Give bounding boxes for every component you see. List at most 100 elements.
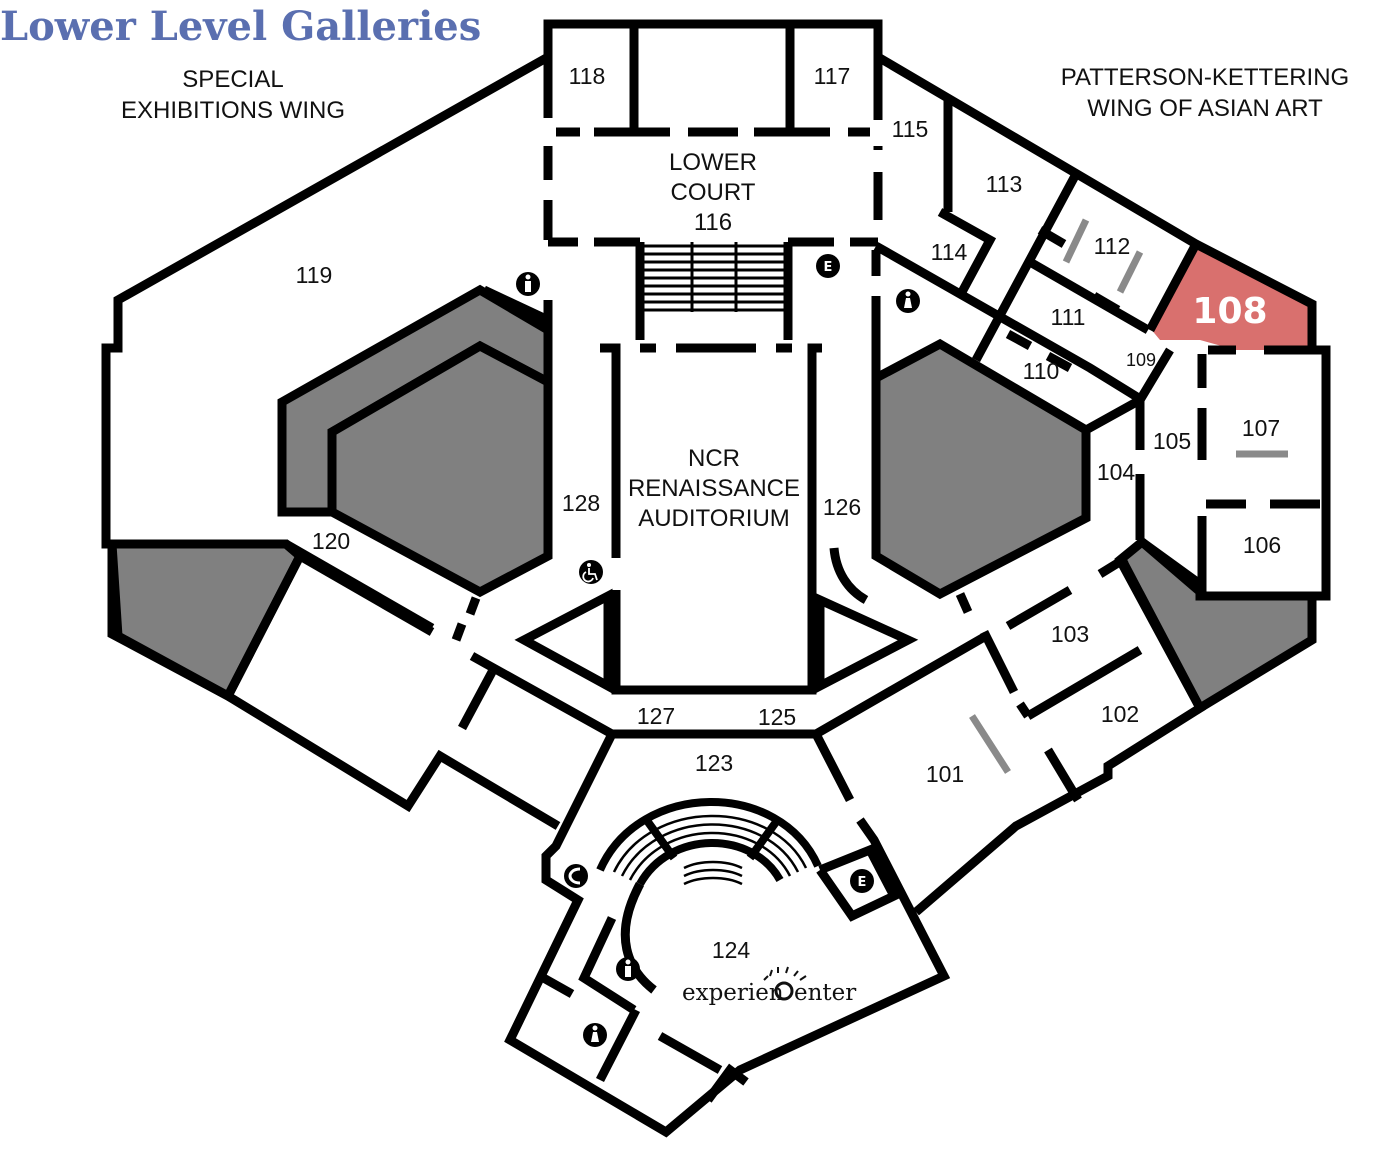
door-dash (955, 592, 973, 614)
elevator-icon-bg (816, 254, 840, 278)
seating-row (683, 868, 743, 878)
room-label-110[interactable]: 110 (1023, 358, 1060, 384)
room-label-126[interactable]: 126 (823, 494, 861, 520)
wheelchair-icon[interactable] (579, 560, 603, 584)
sun-ray (799, 975, 807, 981)
room-label-109[interactable]: 109 (1126, 350, 1156, 370)
restroom-women-icon[interactable] (583, 1023, 607, 1047)
person-head (525, 274, 531, 280)
wheelchair-body (588, 568, 598, 581)
seating-arc (596, 798, 822, 872)
wall-124-restroom-women (537, 972, 575, 998)
room-label-103[interactable]: 103 (1051, 621, 1089, 647)
room-label-114[interactable]: 114 (931, 239, 968, 265)
stairs (644, 242, 784, 312)
room-label-124[interactable]: 124 (712, 937, 751, 963)
wall-124-lower-divider (595, 1007, 641, 1083)
wall-124-restroom-men (578, 916, 637, 1014)
wall-126-curve (829, 547, 869, 604)
wall-112-111 (1027, 258, 1151, 334)
seating-row (683, 876, 743, 886)
door-dash (1016, 701, 1032, 719)
room-label-115[interactable]: 115 (892, 116, 929, 142)
room-label-104[interactable]: 104 (1097, 459, 1136, 485)
wall-114 (937, 208, 997, 295)
lower-court-number: 116 (694, 209, 732, 236)
room-108-label: 108 (1192, 291, 1267, 332)
wall-124-curve (620, 881, 657, 994)
seating-arc (628, 831, 792, 881)
room-108-shape[interactable] (1150, 244, 1312, 350)
room-label-112[interactable]: 112 (1094, 233, 1131, 259)
wall-asian-inner-diagonal (873, 242, 1145, 404)
room-label-102[interactable]: 102 (1101, 701, 1139, 727)
walls (101, 19, 1331, 1138)
room-label-105[interactable]: 105 (1153, 428, 1191, 454)
wheelchair-head (587, 563, 591, 567)
door-dash (1091, 292, 1121, 314)
door-dash (465, 596, 481, 616)
experiencenter-logo: experien enter (682, 966, 856, 1006)
door-dash (657, 1032, 723, 1074)
elevator-icon-glyph: E (858, 875, 867, 890)
room-label-125[interactable]: 125 (758, 704, 796, 730)
door-dash (458, 669, 496, 731)
room-label-111[interactable]: 111 (1051, 304, 1086, 330)
room-108-highlight[interactable]: 108 (1150, 244, 1312, 350)
restroom-women-icon[interactable] (896, 289, 920, 313)
door-dash (1045, 352, 1073, 372)
person-dress (904, 298, 912, 308)
bench (969, 714, 1011, 774)
elevator-icon[interactable]: E (850, 869, 874, 893)
elevator-icon[interactable]: E (816, 254, 840, 278)
wall-124-lower-divider-2 (704, 1063, 749, 1103)
wall-west-lower (107, 544, 561, 830)
map-title: Lower Level Galleries (0, 3, 481, 50)
phone-icon-bg (564, 864, 588, 888)
auditorium-label[interactable]: NCR RENAISSANCE AUDITORIUM (628, 445, 800, 532)
room-label-101[interactable]: 101 (926, 761, 964, 787)
restroom-men-icon[interactable] (516, 272, 540, 296)
room-label-127[interactable]: 127 (637, 703, 675, 729)
room-label-118[interactable]: 118 (569, 63, 606, 89)
logo-text-part2: enter (794, 980, 856, 1006)
phone-icon[interactable] (564, 864, 588, 888)
room-label-120[interactable]: 120 (312, 528, 350, 554)
wall-102-101-b (1044, 747, 1082, 803)
person-head (905, 291, 911, 297)
wall-124-east-elevator (816, 844, 901, 922)
wing-label-line: WING OF ASIAN ART (1087, 95, 1323, 122)
room-label-123[interactable]: 123 (695, 750, 733, 776)
room-label-117[interactable]: 117 (814, 63, 851, 89)
seating-aisle (644, 819, 678, 861)
door-dash (1005, 586, 1073, 630)
logo-text-part1: experien (682, 980, 784, 1006)
map-icons: E E (516, 254, 920, 1047)
seating-arc (612, 814, 808, 873)
person-head (625, 959, 631, 965)
room-label-119[interactable]: 119 (296, 262, 333, 288)
lower-court-line: LOWER (669, 149, 757, 176)
room-label-107[interactable]: 107 (1242, 415, 1280, 441)
lower-court-label[interactable]: LOWER COURT 116 (669, 149, 757, 236)
auditorium-line: RENAISSANCE (628, 475, 800, 502)
wall-restroom-west (482, 285, 550, 325)
wall-triangle-east (815, 593, 919, 694)
special-exhibitions-wing-label: SPECIAL EXHIBITIONS WING (121, 66, 345, 124)
sun-ray (763, 975, 769, 981)
person-head (592, 1025, 598, 1031)
auditorium-line: AUDITORIUM (638, 505, 790, 532)
room-label-113[interactable]: 113 (986, 171, 1023, 197)
wall-triangle-west (514, 588, 613, 694)
wing-label-line: EXHIBITIONS WING (121, 97, 345, 124)
door-openings (451, 127, 1320, 1074)
person-body (525, 281, 531, 292)
wall-123-east (811, 731, 855, 803)
restroom-men-icon[interactable] (616, 957, 640, 981)
room-label-128[interactable]: 128 (562, 490, 600, 516)
room-label-106[interactable]: 106 (1243, 532, 1281, 558)
elevator-icon-glyph: E (824, 260, 833, 275)
auditorium-line: NCR (688, 445, 740, 472)
wing-label-line: SPECIAL (182, 66, 283, 93)
